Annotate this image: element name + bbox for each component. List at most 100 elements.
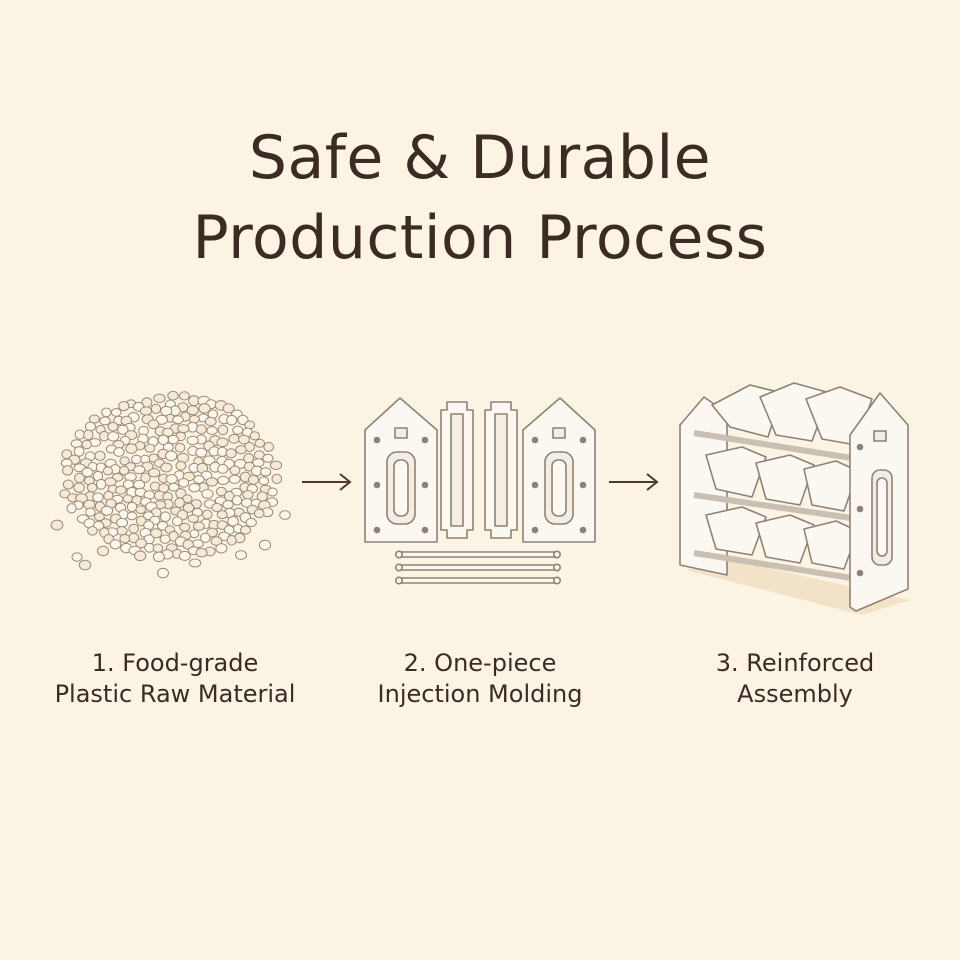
pellet bbox=[118, 401, 130, 412]
pellet bbox=[165, 474, 178, 485]
pellet bbox=[200, 532, 211, 544]
pellet bbox=[131, 454, 142, 465]
pellet bbox=[74, 472, 85, 484]
pellet bbox=[186, 435, 199, 446]
pellet bbox=[62, 479, 74, 490]
pellet bbox=[249, 431, 261, 441]
pellet bbox=[96, 545, 110, 557]
pellet bbox=[205, 477, 218, 487]
pellet bbox=[150, 528, 163, 539]
pellet bbox=[139, 406, 153, 416]
pellet bbox=[124, 472, 137, 482]
pellet bbox=[50, 519, 64, 531]
pellet bbox=[201, 489, 214, 499]
storage-rack-icon bbox=[679, 382, 910, 615]
pellet bbox=[95, 478, 107, 490]
pellet bbox=[198, 403, 211, 414]
pellet bbox=[253, 508, 265, 519]
pellet bbox=[125, 443, 138, 454]
step-1-subtitle: Plastic Raw Material bbox=[54, 680, 296, 708]
pellet bbox=[84, 421, 96, 432]
step-3-caption: 3. Reinforced Assembly bbox=[640, 648, 950, 710]
pellet bbox=[126, 511, 138, 521]
pellet bbox=[189, 414, 200, 424]
pellet bbox=[222, 500, 234, 510]
pellet bbox=[216, 510, 228, 520]
pellet bbox=[228, 433, 240, 444]
pellet bbox=[113, 447, 125, 457]
pellet bbox=[238, 434, 250, 445]
pellet bbox=[167, 434, 179, 445]
pellet bbox=[73, 482, 85, 493]
pellet bbox=[215, 486, 227, 497]
pellet bbox=[248, 474, 259, 485]
pellet bbox=[202, 509, 213, 520]
pellet bbox=[217, 424, 229, 436]
pellet bbox=[99, 416, 111, 426]
pellet bbox=[87, 526, 98, 536]
pellet bbox=[217, 475, 230, 486]
step-2-title: 2. One-piece bbox=[403, 649, 557, 677]
pellet bbox=[177, 424, 190, 434]
pellet bbox=[62, 465, 74, 476]
pellet bbox=[178, 391, 190, 401]
pellet bbox=[188, 483, 201, 493]
pellet bbox=[176, 452, 190, 464]
pellet bbox=[222, 403, 235, 414]
pellet bbox=[83, 429, 94, 441]
pellet bbox=[226, 414, 238, 426]
pellet bbox=[262, 453, 274, 463]
pellet bbox=[86, 482, 98, 493]
pellet bbox=[226, 535, 237, 546]
pellet bbox=[182, 502, 195, 513]
arrow-right-icon bbox=[609, 473, 659, 491]
step-3-subtitle: Assembly bbox=[737, 680, 853, 708]
pellet bbox=[119, 456, 130, 466]
pellet bbox=[240, 525, 252, 535]
pellet bbox=[269, 460, 283, 471]
pellet bbox=[148, 468, 161, 478]
pellet bbox=[133, 465, 146, 475]
pellet bbox=[242, 490, 254, 500]
pellet bbox=[217, 446, 228, 457]
pellet bbox=[126, 501, 138, 513]
pellet bbox=[59, 489, 71, 499]
pellet bbox=[165, 450, 178, 462]
pellet bbox=[117, 424, 129, 435]
pellet bbox=[135, 505, 147, 514]
pellet bbox=[171, 516, 183, 527]
pellet bbox=[235, 550, 247, 560]
pellet bbox=[119, 534, 131, 544]
pellet bbox=[229, 465, 241, 476]
pellet bbox=[136, 515, 147, 527]
pellet bbox=[162, 427, 174, 438]
pellet bbox=[235, 445, 247, 455]
title-line-1: Safe & Durable bbox=[248, 123, 712, 193]
step-3-title: 3. Reinforced bbox=[715, 649, 875, 677]
pellet bbox=[216, 437, 229, 448]
pellet bbox=[172, 415, 184, 425]
step-2-subtitle: Injection Molding bbox=[377, 680, 583, 708]
pellet bbox=[116, 517, 129, 528]
pellet bbox=[71, 552, 83, 562]
pellet bbox=[175, 461, 187, 471]
pellet bbox=[149, 481, 161, 492]
pellet bbox=[150, 403, 162, 414]
pellet bbox=[227, 515, 239, 527]
pellet bbox=[94, 512, 105, 522]
pellet bbox=[110, 408, 122, 417]
title-line-2: Production Process bbox=[192, 203, 768, 273]
pellet bbox=[167, 390, 179, 401]
pellet bbox=[186, 405, 199, 416]
pellet bbox=[155, 414, 168, 425]
pellet bbox=[152, 543, 164, 553]
plastic-pellets-icon bbox=[50, 390, 291, 579]
pellet bbox=[174, 497, 185, 509]
pellet bbox=[244, 420, 256, 430]
pellet bbox=[92, 492, 104, 503]
pellet bbox=[215, 543, 228, 554]
pellet bbox=[107, 431, 120, 442]
pellet bbox=[128, 523, 139, 534]
pellet bbox=[263, 441, 274, 452]
pellet bbox=[271, 473, 283, 485]
